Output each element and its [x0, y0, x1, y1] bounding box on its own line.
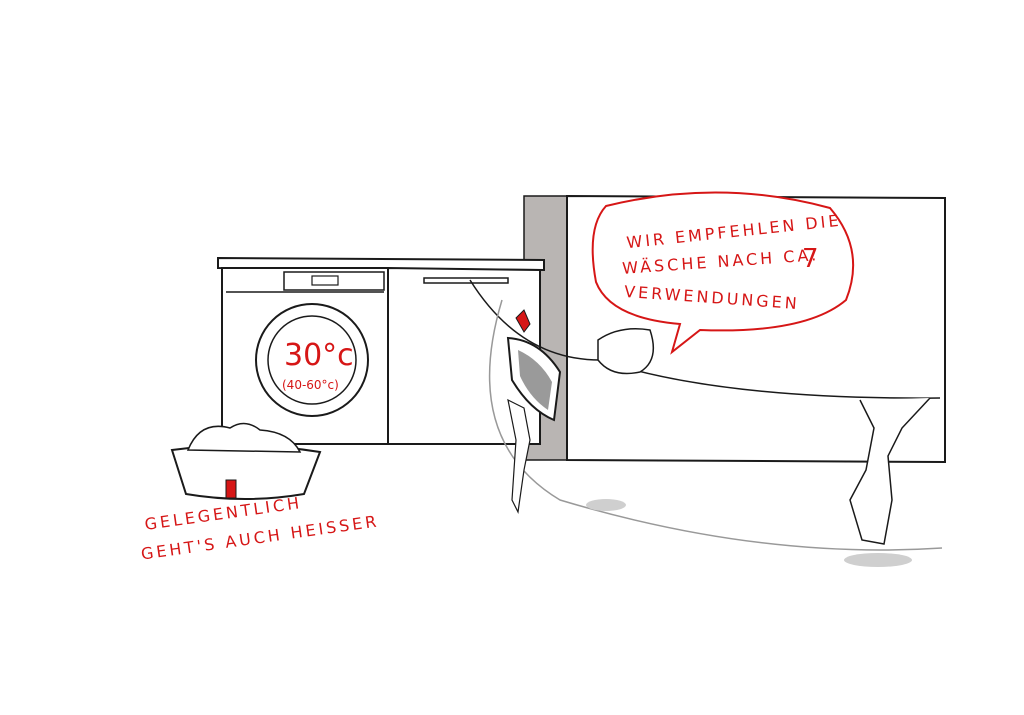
laundry-basket [170, 444, 322, 500]
floor-shadow-left [586, 499, 626, 511]
speech-bubble-number: 7 [802, 244, 822, 274]
towel-shadow [518, 350, 552, 410]
figure-hanging [849, 397, 931, 545]
hanging-line-floor [488, 299, 943, 551]
red-clip [515, 309, 531, 333]
washer-door-inner [267, 315, 357, 405]
washer-temperature-range: (40-60°c) [282, 378, 339, 392]
red-cloth [225, 479, 237, 499]
washer-temperature: 30°c [284, 338, 354, 373]
dishwasher-body [387, 266, 541, 445]
laundry-pile [186, 422, 302, 453]
dishwasher-handle [423, 277, 509, 284]
figure-standing [507, 398, 531, 514]
figure-crouching [597, 328, 655, 375]
floor-shadow-right [844, 553, 912, 567]
washer-display-window [311, 275, 339, 286]
speech-bubble-shape [591, 191, 855, 355]
